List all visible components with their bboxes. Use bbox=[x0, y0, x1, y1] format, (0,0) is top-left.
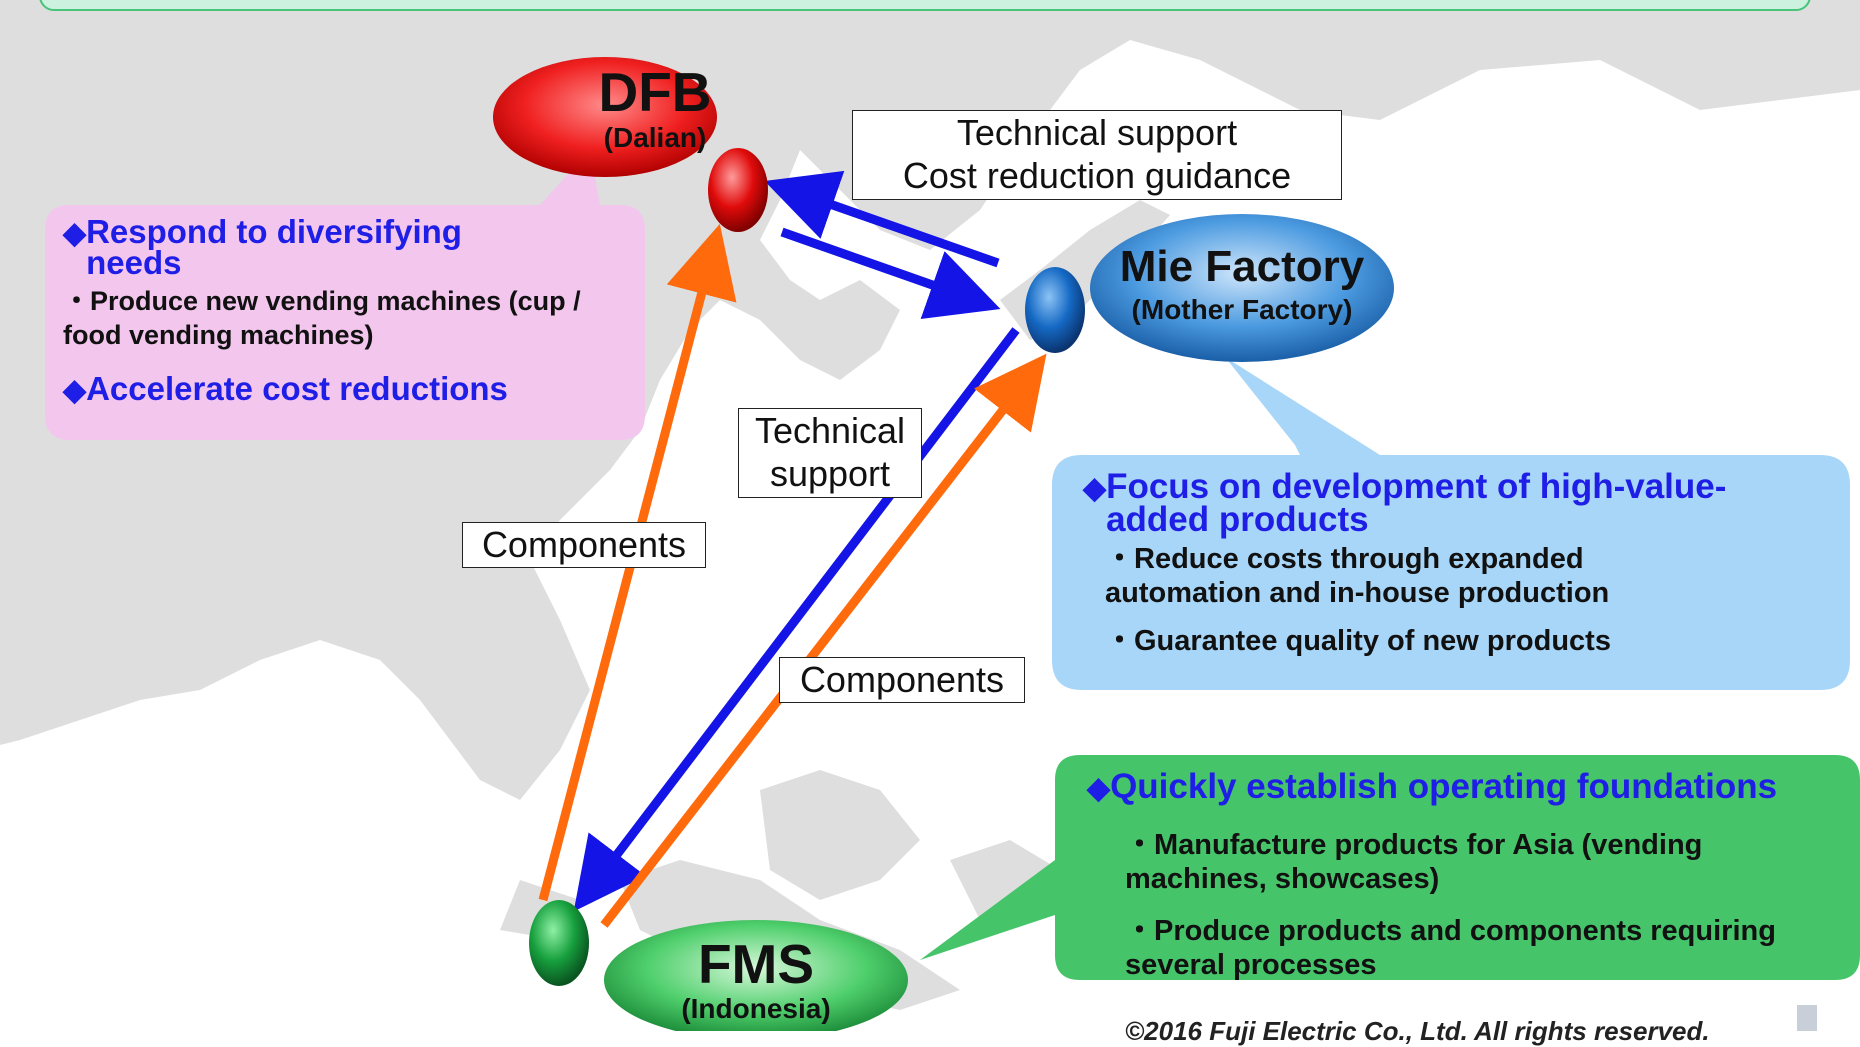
arrow-mie-to-dfb-support bbox=[764, 170, 1000, 268]
fms-node-ellipse bbox=[604, 920, 908, 1031]
label-fms-to-dfb: Components bbox=[462, 522, 706, 568]
label-mie-to-dfb: Technical support Cost reduction guidanc… bbox=[852, 110, 1342, 200]
fms-name: FMS bbox=[697, 933, 815, 995]
mie-point-1-text: Focus on development of high-value-added… bbox=[1106, 467, 1727, 539]
dfb-node-ellipse bbox=[493, 57, 717, 177]
fms-point-1-item-2: ・Produce products and components requiri… bbox=[1125, 915, 1776, 981]
fms-location: (Indonesia) bbox=[681, 993, 831, 1024]
arrow-fms-to-dfb-components bbox=[538, 223, 737, 902]
fms-location-dot bbox=[529, 900, 589, 986]
dfb-callout-shape bbox=[45, 150, 645, 440]
mie-location-dot bbox=[1025, 267, 1085, 353]
dfb-location: (Dalian) bbox=[603, 122, 707, 153]
diamond-bullet-icon: ◆ bbox=[1083, 472, 1107, 505]
diamond-bullet-icon: ◆ bbox=[1087, 772, 1111, 805]
diamond-bullet-icon: ◆ bbox=[63, 217, 87, 250]
mie-node-label: Mie Factory (Mother Factory) bbox=[1090, 242, 1394, 328]
dfb-location-dot bbox=[708, 148, 768, 232]
mie-callout: ◆Focus on development of high-value-adde… bbox=[1083, 467, 1843, 658]
fms-point-1-text: Quickly establish operating foundations bbox=[1110, 767, 1778, 806]
mie-name: Mie Factory bbox=[1119, 242, 1365, 291]
label-line-2: Cost reduction guidance bbox=[902, 155, 1292, 196]
fms-point-1-head: ◆Quickly establish operating foundations bbox=[1087, 767, 1857, 806]
dfb-name: DFB bbox=[598, 61, 712, 123]
dfb-point-2-text: Accelerate cost reductions bbox=[86, 370, 508, 407]
fms-point-1-item-1: ・Manufacture products for Asia (vending … bbox=[1125, 829, 1703, 895]
mie-point-1-item-2: ・Guarantee quality of new products bbox=[1105, 625, 1611, 657]
dfb-point-1-head: ◆Respond to diversifying needs bbox=[63, 213, 623, 281]
label-fms-to-mie: Components bbox=[779, 657, 1025, 703]
diamond-bullet-icon: ◆ bbox=[63, 374, 87, 407]
arrow-fms-to-mie-components bbox=[600, 353, 1047, 928]
fms-callout-shape bbox=[920, 755, 1860, 980]
mie-node-ellipse bbox=[1090, 214, 1394, 362]
label-line-2: support bbox=[769, 453, 891, 494]
mie-callout-shape bbox=[1052, 357, 1850, 690]
dfb-point-2-head: ◆Accelerate cost reductions bbox=[63, 372, 623, 408]
dfb-callout: ◆Respond to diversifying needs ・Produce … bbox=[63, 213, 623, 408]
copyright-notice: ©2016 Fuji Electric Co., Ltd. All rights… bbox=[1125, 1016, 1710, 1046]
fms-callout: ◆Quickly establish operating foundations… bbox=[1087, 767, 1857, 982]
dfb-point-1-text: Respond to diversifying needs bbox=[86, 213, 462, 281]
label-line-1: Technical support bbox=[956, 112, 1238, 153]
arrow-mie-to-fms-support bbox=[573, 327, 1020, 912]
arrow-dfb-to-mie bbox=[780, 227, 1001, 320]
top-banner bbox=[39, 0, 1811, 11]
fms-node-label: FMS (Indonesia) bbox=[620, 935, 892, 1025]
mie-point-1-head: ◆Focus on development of high-value-adde… bbox=[1083, 467, 1843, 539]
dfb-point-1-item-1: ・Produce new vending machines (cup / foo… bbox=[63, 286, 581, 350]
dfb-node-label: DFB (Dalian) bbox=[530, 62, 780, 154]
mie-point-1-item-1: ・Reduce costs through expanded automatio… bbox=[1105, 543, 1610, 609]
page-corner-marker bbox=[1797, 1005, 1817, 1031]
label-line-1: Technical bbox=[754, 410, 906, 451]
label-mie-to-fms: Technical support bbox=[738, 408, 922, 498]
mie-role: (Mother Factory) bbox=[1131, 294, 1353, 325]
